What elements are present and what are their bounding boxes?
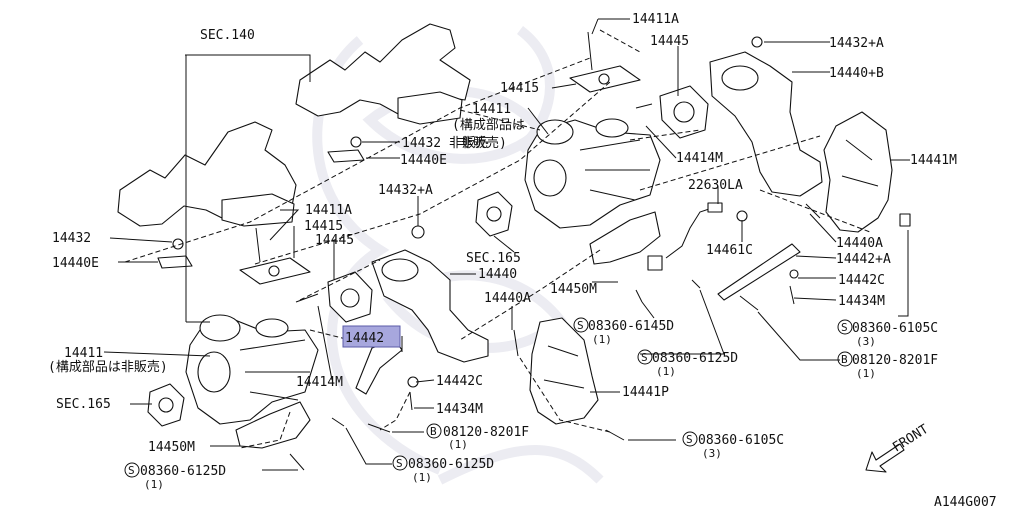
label-s-08360-6125d-left: 08360-6125D — [140, 464, 226, 479]
label-14441p: 14441P — [622, 385, 669, 400]
heat-insulator-14441m — [823, 111, 893, 233]
label-14411a-top: 14411A — [632, 12, 679, 27]
symbol-s: S — [686, 433, 693, 446]
label-note-top2: 非販売) — [460, 135, 507, 151]
label-b-08120-8201f-mid: 08120-8201F — [443, 425, 529, 440]
gasket-upper-14445 — [659, 85, 709, 139]
symbol-b: B — [841, 353, 848, 366]
symbol-b: B — [430, 425, 437, 438]
heat-insulator-14441p — [529, 317, 599, 425]
symbol-s: S — [128, 464, 135, 477]
gasket-lower-14445 — [327, 271, 373, 323]
label-14442: 14442 — [345, 331, 384, 346]
label-14415-mid: 14415 — [304, 219, 343, 234]
symbol-s: S — [396, 457, 403, 470]
label-sec165-mid: SEC.165 — [466, 251, 521, 266]
highlight-14442 — [342, 325, 401, 348]
label-14434m-right: 14434M — [838, 294, 885, 309]
gasket-sec165-left — [147, 383, 185, 427]
heat-insulator-14450m-left — [235, 401, 311, 449]
hardware — [172, 31, 911, 471]
label-14450m-right: 14450M — [550, 282, 597, 297]
label-14432a-mid: 14432+A — [378, 183, 433, 198]
exhaust-manifold-lower — [117, 121, 297, 227]
label-14440e-mid: 14440E — [400, 153, 447, 168]
label-sec165-left: SEC.165 — [56, 397, 111, 412]
label-qty-1f: (1) — [412, 471, 432, 484]
label-14440: 14440 — [478, 267, 517, 282]
label-14461c: 14461C — [706, 243, 753, 258]
label-qty-1a: (1) — [592, 333, 612, 346]
exhaust-pipe-14440-upper — [709, 51, 823, 197]
label-14442a: 14442+A — [836, 252, 891, 267]
label-s-08360-6125d-mid: 08360-6125D — [652, 351, 738, 366]
label-qty-3a: (3) — [856, 335, 876, 348]
label-qty-1c: (1) — [856, 367, 876, 380]
label-qty-1e: (1) — [144, 478, 164, 491]
bracket-14440e-mid — [327, 149, 365, 163]
leader-lines — [103, 18, 910, 471]
exhaust-pipe-14440-lower — [371, 249, 489, 363]
bracket-14442 — [355, 339, 403, 395]
label-14411-bottom: 14411 — [64, 346, 103, 361]
label-14445-mid: 14445 — [315, 233, 354, 248]
bracket-14440e-left — [157, 255, 193, 269]
heat-insulator-14450m-right — [589, 211, 661, 265]
gasket-sec165-mid — [475, 191, 513, 237]
label-14445-top: 14445 — [650, 34, 689, 49]
gasket-lower-14415 — [239, 257, 311, 285]
label-b-08120-8201f-r: 08120-8201F — [852, 353, 938, 368]
label-14411a-mid: 14411A — [305, 203, 352, 218]
label-note-top: (構成部品は — [452, 118, 525, 133]
label-14414m-top: 14414M — [676, 151, 723, 166]
label-14441m: 14441M — [910, 153, 957, 168]
spec-symbols: S S S B B S S S — [124, 317, 853, 478]
label-qty-1d: (1) — [448, 438, 468, 451]
label-14411-top: 14411 — [472, 102, 511, 117]
label-qty-1b: (1) — [656, 365, 676, 378]
label-14440a-mid: 14440A — [484, 291, 531, 306]
oxygen-sensor-22630la — [647, 202, 723, 271]
front-direction-indicator: FRONT — [865, 422, 931, 473]
turbocharger-upper — [524, 118, 661, 229]
symbol-s: S — [841, 321, 848, 334]
symbol-s: S — [577, 319, 584, 332]
label-14442c-right: 14442C — [838, 273, 885, 288]
label-14414m-bottom: 14414M — [296, 375, 343, 390]
label-14434m-mid: 14434M — [436, 402, 483, 417]
label-s-08360-6125d-bot: 08360-6125D — [408, 457, 494, 472]
label-s-08360-6105c-b: 08360-6105C — [698, 433, 784, 448]
diagram-id: A144G007 — [934, 495, 997, 510]
label-14432-not-sold: 14432 非販売 — [402, 135, 488, 151]
turbocharger-lower — [185, 314, 319, 425]
label-qty-3b: (3) — [702, 447, 722, 460]
label-14450m-left: 14450M — [148, 440, 195, 455]
symbol-s: S — [641, 351, 648, 364]
label-14440a-right: 14440A — [836, 236, 883, 251]
assembly-lines — [124, 29, 871, 449]
label-14440e-left: 14440E — [52, 256, 99, 271]
label-14432-left: 14432 — [52, 231, 91, 246]
label-22630la: 22630LA — [688, 178, 743, 193]
front-arrow-icon — [865, 443, 905, 473]
front-label: FRONT — [890, 422, 931, 456]
label-14440b: 14440+B — [829, 66, 884, 81]
part-labels: SEC.140 14411A 14445 14432+A 14440+B 144… — [48, 12, 957, 491]
label-sec140: SEC.140 — [200, 28, 255, 43]
gasket-upper-14415 — [569, 65, 641, 93]
bracket-14442a — [717, 243, 801, 301]
label-14415-top: 14415 — [500, 81, 539, 96]
label-note-bottom: (構成部品は非販売) — [48, 359, 168, 375]
label-14442c-mid: 14442C — [436, 374, 483, 389]
label-s-08360-6145d: 08360-6145D — [588, 319, 674, 334]
label-14432a-top: 14432+A — [829, 36, 884, 51]
label-s-08360-6105c-r: 08360-6105C — [852, 321, 938, 336]
